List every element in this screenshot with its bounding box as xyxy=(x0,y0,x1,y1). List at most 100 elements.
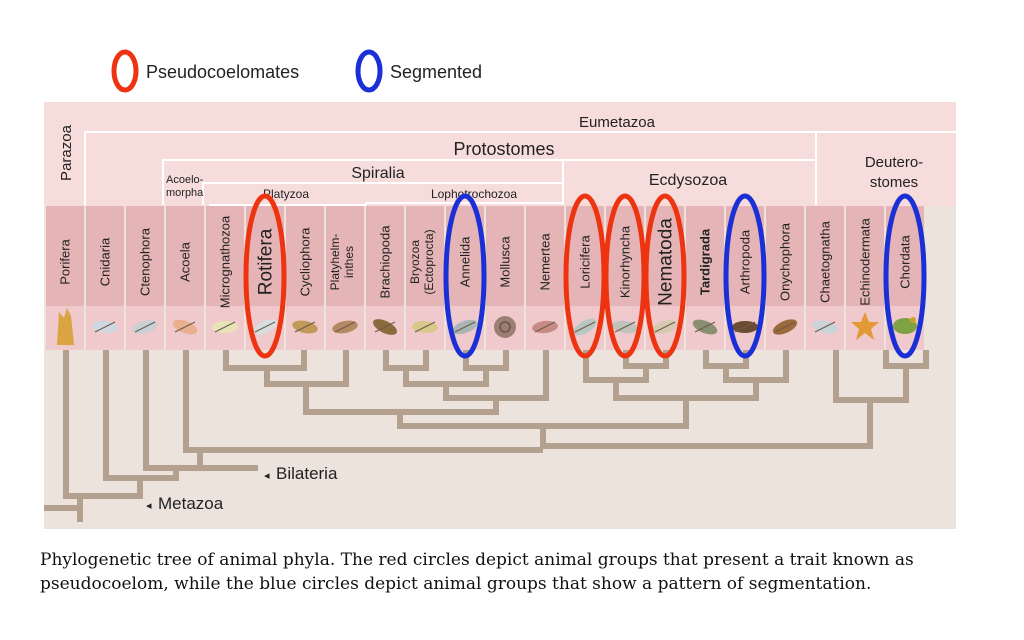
branch-bilateria-b xyxy=(183,350,543,453)
legend-red-label: Pseudocoelomates xyxy=(146,62,299,82)
phylum-column-nemertea: Nemertea xyxy=(526,206,564,350)
clade-label-acoelomorpha-line1: Acoelo- xyxy=(166,174,204,186)
lophotrochozoa-bracket xyxy=(365,202,563,205)
phylum-label: Chordata xyxy=(898,234,913,288)
phylum-label: Acoela xyxy=(178,241,193,282)
phylum-label: Rotifera xyxy=(256,228,277,295)
node-label-metazoa: Metazoa xyxy=(158,494,224,513)
legend: Pseudocoelomates Segmented xyxy=(111,49,482,93)
phylum-label: Chaetognatha xyxy=(818,220,833,302)
column-label-bg xyxy=(406,206,444,306)
clade-label-eumetazoa: Eumetazoa xyxy=(579,114,656,131)
onychophora-illustration-icon xyxy=(772,319,798,335)
phylum-column-onychophora: Onychophora xyxy=(766,206,804,350)
column-label-bg xyxy=(486,206,524,306)
platyhelm-illustration-icon xyxy=(332,320,358,334)
porifera-illustration-icon xyxy=(57,308,74,345)
column-label-bg xyxy=(86,206,124,306)
phylum-label: Brachiopoda xyxy=(378,225,393,299)
bilateria-arrow-icon: ◂ xyxy=(264,470,270,482)
phylum-label: Ctenophora xyxy=(138,227,153,296)
clade-label-ecdysozoa: Ecdysozoa xyxy=(649,172,727,189)
column-label-bg xyxy=(526,206,564,306)
phylum-label: Onychophora xyxy=(778,222,793,301)
node-labels: ◂ Bilateria ◂ Metazoa xyxy=(146,464,338,513)
clade-labels: Parazoa Eumetazoa Protostomes Spiralia A… xyxy=(58,114,923,201)
loricifera-illustration-icon xyxy=(573,318,597,336)
phylum-column-porifera: Porifera xyxy=(46,206,84,350)
segmented-marker-chordata xyxy=(883,193,927,359)
phylum-label: Mollusca xyxy=(498,236,513,288)
column-label-bg xyxy=(46,206,84,306)
tardigrada-illustration-icon xyxy=(692,319,718,335)
phylum-label: Bryozoa xyxy=(408,240,422,284)
clade-label-deuterostomes-line2: stomes xyxy=(870,174,918,191)
column-label-bg xyxy=(206,206,244,306)
legend-blue-label: Segmented xyxy=(390,62,482,82)
nemertea-illustration-icon xyxy=(532,320,558,334)
column-label-bg xyxy=(806,206,844,306)
phylum-label: Annelida xyxy=(458,236,473,287)
kinorhyncha-illustration-icon xyxy=(612,320,638,334)
nematoda-illustration-icon xyxy=(652,320,678,334)
column-label-bg xyxy=(166,206,204,306)
phylum-label: Cnidaria xyxy=(98,237,113,286)
caption-line-1: Phylogenetic tree of animal phyla. The r… xyxy=(40,550,914,570)
figure-caption: Phylogenetic tree of animal phyla. The r… xyxy=(40,548,1010,596)
phylum-column-tardigrada: Tardigrada xyxy=(686,206,724,350)
phylum-label: Porifera xyxy=(58,238,73,284)
phylum-label: Kinorhyncha xyxy=(618,225,633,298)
legend-blue-ellipse-icon xyxy=(355,49,383,93)
segmented-marker-arthropoda xyxy=(723,193,767,359)
column-label-bg xyxy=(766,206,804,306)
phylum-column-chaetognatha: Chaetognatha xyxy=(806,206,844,350)
phylum-column-echinodermata: Echinodermata xyxy=(846,206,884,350)
column-label-bg xyxy=(286,206,324,306)
clade-label-deuterostomes-line1: Deutero- xyxy=(865,154,923,171)
phylum-column-bryozoa: Bryozoa(Ectoprocta) xyxy=(406,206,444,350)
clade-label-acoelomorpha-line2: morpha xyxy=(166,187,204,199)
branch-bilateria-a xyxy=(540,400,873,449)
phylum-label: Nemertea xyxy=(538,233,553,291)
brachiopoda-illustration-icon xyxy=(373,319,397,335)
echinodermata-illustration-icon xyxy=(851,312,879,340)
phylum-column-acoela: Acoela xyxy=(166,206,204,350)
pseudocoelomate-marker-rotifera xyxy=(243,193,287,359)
phylum-label: Tardigrada xyxy=(698,228,713,295)
animal-illustrations xyxy=(57,308,917,345)
cycliophora-illustration-icon xyxy=(292,320,318,334)
rotifera-illustration-icon xyxy=(252,319,278,335)
column-label-bg xyxy=(366,206,404,306)
mollusca-illustration-icon xyxy=(494,316,516,338)
node-label-bilateria: Bilateria xyxy=(276,464,338,483)
segmented-marker-annelida xyxy=(443,193,487,359)
ctenophora-illustration-icon xyxy=(132,320,158,334)
annelida-illustration-icon xyxy=(452,319,478,335)
clade-label-platyzoa: Platyzoa xyxy=(263,187,309,201)
phylum-column-platyhelm: Platyhelm-inthes xyxy=(326,206,364,350)
branch-ctenophora xyxy=(143,350,210,471)
clade-header-band xyxy=(44,102,956,206)
phylum-label-line2: inthes xyxy=(342,246,356,278)
clade-label-protostomes: Protostomes xyxy=(453,139,554,159)
micrognathozoa-illustration-icon xyxy=(212,320,238,334)
phylum-label: Loricifera xyxy=(578,234,593,288)
phylum-column-cycliophora: Cycliophora xyxy=(286,206,324,350)
deuterostomes-bracket xyxy=(815,131,956,205)
phylum-column-brachiopoda: Brachiopoda xyxy=(366,206,404,350)
phylum-label: Nematoda xyxy=(656,218,677,306)
clade-label-spiralia: Spiralia xyxy=(351,165,404,182)
metazoa-arrow-icon: ◂ xyxy=(146,500,152,512)
arthropoda-illustration-icon xyxy=(732,320,758,334)
branch-porifera xyxy=(63,350,143,499)
clade-label-lophotrochozoa: Lophotrochozoa xyxy=(431,187,517,201)
phylum-label-line2: (Ectoprocta) xyxy=(422,229,436,294)
phylum-label: Arthropoda xyxy=(738,229,753,294)
column-label-bg xyxy=(846,206,884,306)
phylum-column-ctenophora: Ctenophora xyxy=(126,206,164,350)
trait-markers xyxy=(243,193,927,359)
acoela-illustration-icon xyxy=(172,319,198,335)
caption-line-2: pseudocoelom, while the blue circles dep… xyxy=(40,574,872,594)
column-label-bg xyxy=(126,206,164,306)
